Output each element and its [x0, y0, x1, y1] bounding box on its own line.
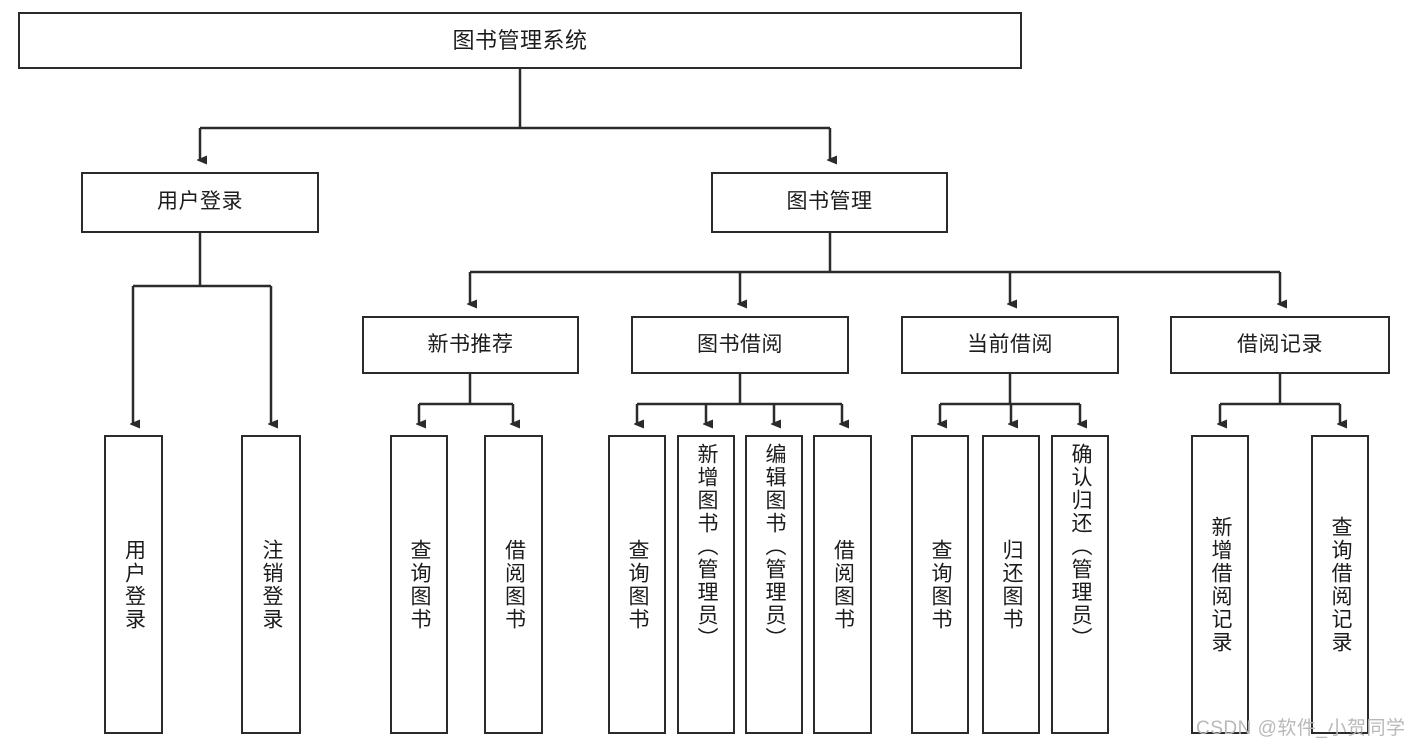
- node-book-borrow[interactable]: 图书借阅: [631, 316, 849, 374]
- node-new-book-recommend[interactable]: 新书推荐: [362, 316, 579, 374]
- node-leaf-user-login[interactable]: 用户登录: [104, 435, 163, 734]
- node-leaf-edit-book-admin[interactable]: 编辑图书（管理员）: [745, 435, 803, 734]
- node-label: 图书借阅: [697, 332, 783, 356]
- node-label: 用户登录: [122, 538, 146, 631]
- node-leaf-add-borrow-record[interactable]: 新增借阅记录: [1191, 435, 1249, 734]
- node-leaf-confirm-return-admin[interactable]: 确认归还（管理员）: [1051, 435, 1109, 734]
- node-leaf-borrow-book[interactable]: 借阅图书: [813, 435, 872, 734]
- node-label: 注销登录: [260, 538, 284, 631]
- node-root-system[interactable]: 图书管理系统: [18, 12, 1022, 69]
- node-current-borrow[interactable]: 当前借阅: [901, 316, 1119, 374]
- node-label: 新书推荐: [427, 332, 514, 356]
- node-label: 查询图书: [408, 538, 432, 631]
- node-label: 图书管理: [786, 190, 873, 214]
- node-label: 归还图书: [1000, 538, 1024, 631]
- node-label: 编辑图书（管理员）: [763, 443, 787, 650]
- node-label: 查询图书: [929, 538, 953, 631]
- node-leaf-borrow-book-rec[interactable]: 借阅图书: [484, 435, 543, 734]
- node-borrow-record[interactable]: 借阅记录: [1170, 316, 1390, 374]
- node-label: 确认归还（管理员）: [1069, 443, 1093, 650]
- node-label: 借阅记录: [1237, 332, 1323, 356]
- node-label: 借阅图书: [831, 538, 855, 631]
- node-book-manage[interactable]: 图书管理: [711, 172, 948, 233]
- node-label: 借阅图书: [502, 538, 526, 631]
- node-leaf-query-book-current[interactable]: 查询图书: [911, 435, 969, 734]
- node-leaf-return-book[interactable]: 归还图书: [982, 435, 1040, 734]
- node-leaf-add-book-admin[interactable]: 新增图书（管理员）: [677, 435, 735, 734]
- csdn-watermark: CSDN @软件_小贺同学: [1196, 718, 1405, 739]
- node-leaf-query-book-rec[interactable]: 查询图书: [390, 435, 448, 734]
- node-label: 新增图书（管理员）: [695, 443, 719, 650]
- node-label: 图书管理系统: [452, 27, 588, 53]
- node-label: 当前借阅: [967, 332, 1053, 356]
- node-label: 用户登录: [157, 190, 243, 214]
- node-leaf-query-book-borrow[interactable]: 查询图书: [608, 435, 666, 734]
- node-label: 查询图书: [626, 538, 650, 631]
- node-leaf-query-borrow-record[interactable]: 查询借阅记录: [1311, 435, 1369, 734]
- node-leaf-logout[interactable]: 注销登录: [241, 435, 301, 734]
- node-user-login[interactable]: 用户登录: [81, 172, 319, 233]
- node-label: 查询借阅记录: [1329, 515, 1353, 654]
- node-label: 新增借阅记录: [1209, 515, 1233, 654]
